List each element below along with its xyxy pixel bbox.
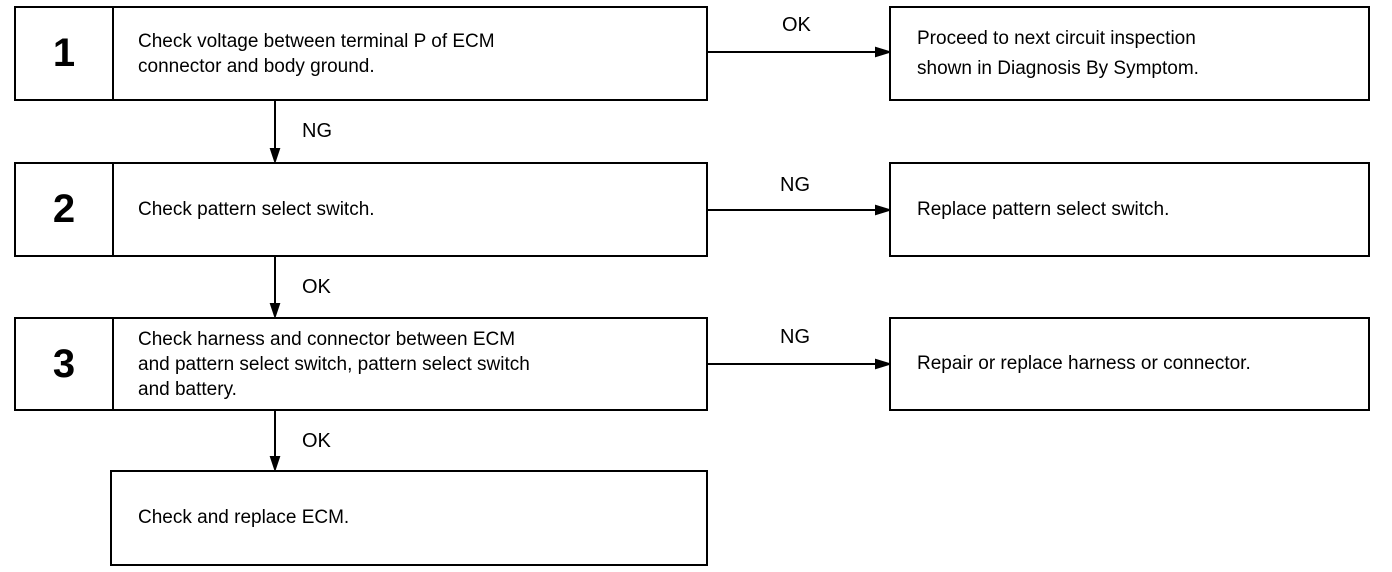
result-3-box: Repair or replace harness or connector. xyxy=(889,317,1370,411)
step-1-box: 1 Check voltage between terminal P of EC… xyxy=(14,6,708,101)
result-1-text: Proceed to next circuit inspection shown… xyxy=(917,27,1199,79)
step-3-text: Check harness and connector between ECM … xyxy=(138,328,530,400)
step-1-text: Check voltage between terminal P of ECM … xyxy=(138,30,495,77)
label-step1-ok: OK xyxy=(782,14,811,36)
result-2-text: Replace pattern select switch. xyxy=(917,198,1170,220)
final-step-text: Check and replace ECM. xyxy=(138,507,350,528)
step-2-number: 2 xyxy=(16,164,114,255)
label-step2-ng: NG xyxy=(780,174,810,196)
label-step3-ng: NG xyxy=(780,326,810,348)
arrowhead-step3-ok xyxy=(269,456,281,473)
label-step3-ok: OK xyxy=(302,430,331,452)
step-3-number: 3 xyxy=(16,319,114,409)
arrowhead-step1-ok xyxy=(875,46,893,58)
label-step2-ok: OK xyxy=(302,276,331,298)
step-3-box: 3 Check harness and connector between EC… xyxy=(14,317,708,411)
final-step-box: Check and replace ECM. xyxy=(110,470,708,566)
label-step1-ng: NG xyxy=(302,120,332,142)
arrowhead-step2-ok xyxy=(269,303,281,320)
result-3-text: Repair or replace harness or connector. xyxy=(917,353,1251,374)
step-2-box: 2 Check pattern select switch. xyxy=(14,162,708,257)
arrowhead-step1-ng xyxy=(269,148,281,165)
step-1-number: 1 xyxy=(16,8,114,99)
arrowhead-step3-ng xyxy=(875,358,893,370)
arrowhead-step2-ng xyxy=(875,204,893,216)
result-2-box: Replace pattern select switch. xyxy=(889,162,1370,257)
step-2-text: Check pattern select switch. xyxy=(138,199,375,220)
result-1-box: Proceed to next circuit inspection shown… xyxy=(889,6,1370,101)
